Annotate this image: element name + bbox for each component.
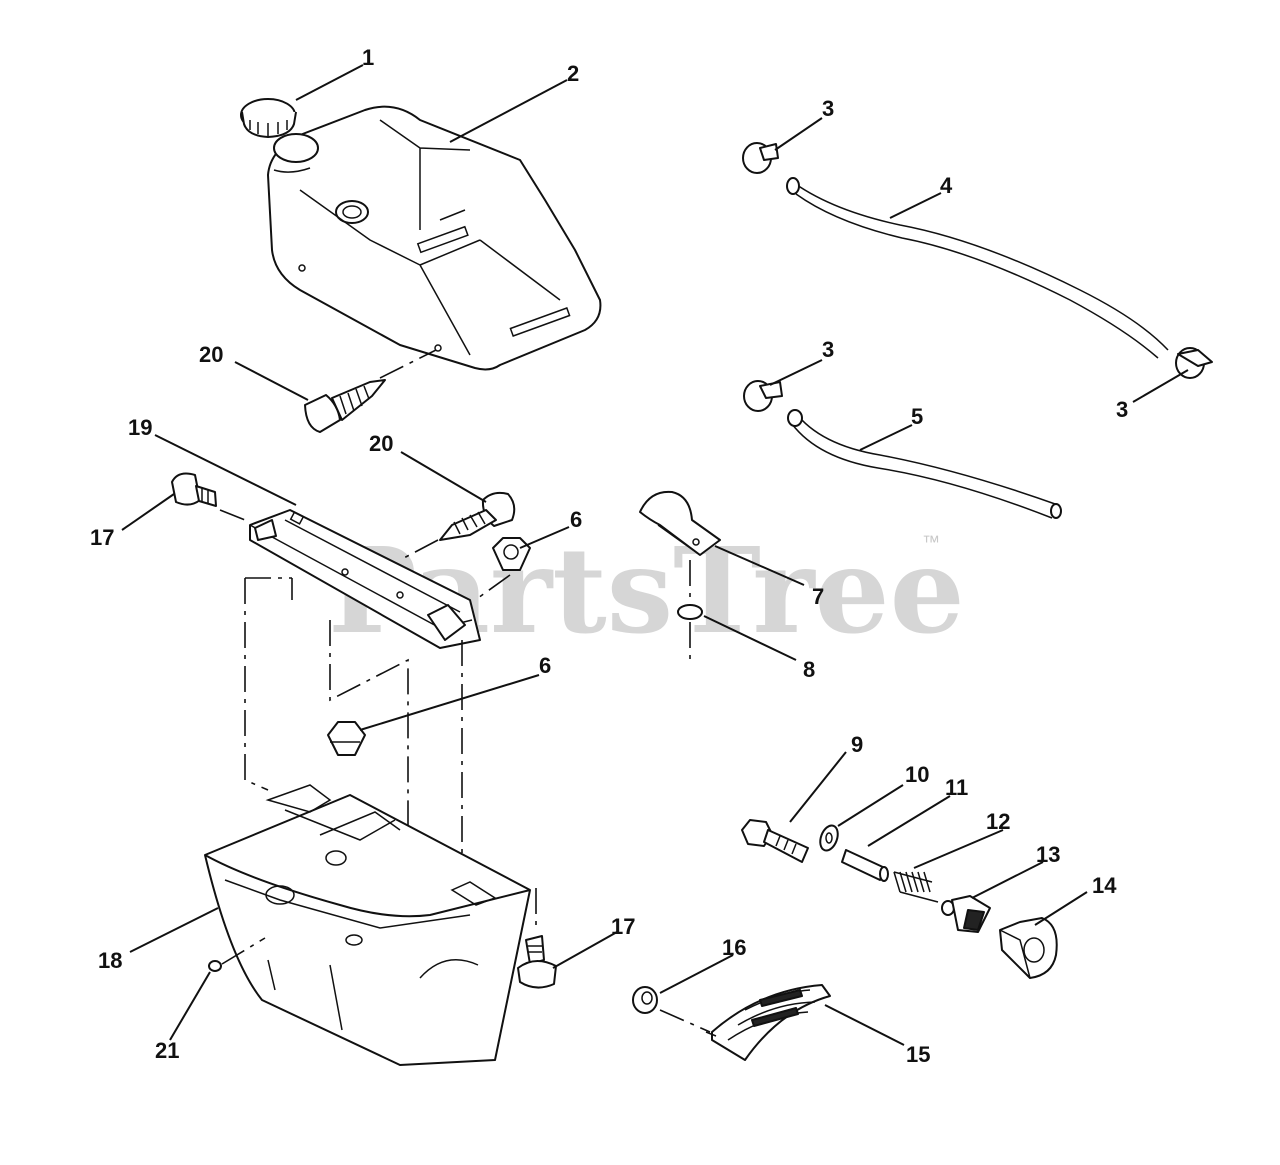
callout-3-middle: 3 [822, 337, 834, 362]
spacer-tube-part [841, 849, 889, 882]
fuel-hose-upper-part [786, 177, 1169, 359]
callout-3-upper: 3 [822, 96, 834, 121]
callout-13: 13 [1036, 842, 1060, 867]
callout-6-lower: 6 [539, 653, 551, 678]
callout-1: 1 [362, 45, 374, 70]
bracket-rail-part [249, 509, 481, 649]
indicator-plate-part [705, 984, 831, 1061]
hose-clip-part [639, 490, 721, 610]
callout-20-middle: 20 [369, 431, 393, 456]
watermark-trademark: ™ [922, 532, 940, 552]
rail-screw-part [399, 491, 516, 561]
bolt-upper-part [171, 472, 251, 523]
callout-17-upper: 17 [90, 525, 114, 550]
callout-7: 7 [812, 584, 824, 609]
callout-18: 18 [98, 948, 122, 973]
leader-lines [121, 64, 1189, 1046]
hose-clamp-right-part [1175, 347, 1213, 379]
bolt-long-part [741, 819, 809, 863]
plug-part [208, 937, 266, 972]
callout-12: 12 [986, 809, 1010, 834]
callout-16: 16 [722, 935, 746, 960]
callout-21: 21 [155, 1038, 179, 1063]
washer-part [677, 604, 703, 660]
washer-small-part [819, 824, 839, 852]
gas-cap-part [240, 98, 297, 138]
console-panel-part [204, 577, 537, 1066]
fuel-tank-part [267, 105, 602, 371]
callout-5: 5 [911, 404, 923, 429]
knob-part [941, 895, 991, 933]
callout-17-lower: 17 [611, 914, 635, 939]
callout-8: 8 [803, 657, 815, 682]
callout-2: 2 [567, 61, 579, 86]
fuel-hose-lower-part [787, 409, 1062, 519]
callout-20-upper: 20 [199, 342, 223, 367]
retainer-part [632, 986, 711, 1033]
callout-3-right: 3 [1116, 397, 1128, 422]
callout-4: 4 [940, 173, 953, 198]
spring-part [893, 871, 939, 903]
callout-10: 10 [905, 762, 929, 787]
callout-6-upper: 6 [570, 507, 582, 532]
bolt-lower-part [517, 935, 557, 989]
tank-screw-part [304, 349, 437, 433]
callout-11: 11 [945, 775, 968, 800]
hose-clamp-mid-part [743, 380, 783, 412]
callout-9: 9 [851, 732, 863, 757]
hose-clamp-upper-part [742, 142, 779, 174]
hex-nut-upper-part [477, 537, 531, 599]
callout-14: 14 [1092, 873, 1117, 898]
callout-labels: 1 2 3 3 3 4 5 6 6 7 8 9 10 11 12 13 14 1… [90, 45, 1128, 1067]
bracket-plate-part [999, 917, 1058, 979]
callout-19: 19 [128, 415, 152, 440]
hex-nut-lower-part [327, 721, 366, 756]
callout-15: 15 [906, 1042, 930, 1067]
